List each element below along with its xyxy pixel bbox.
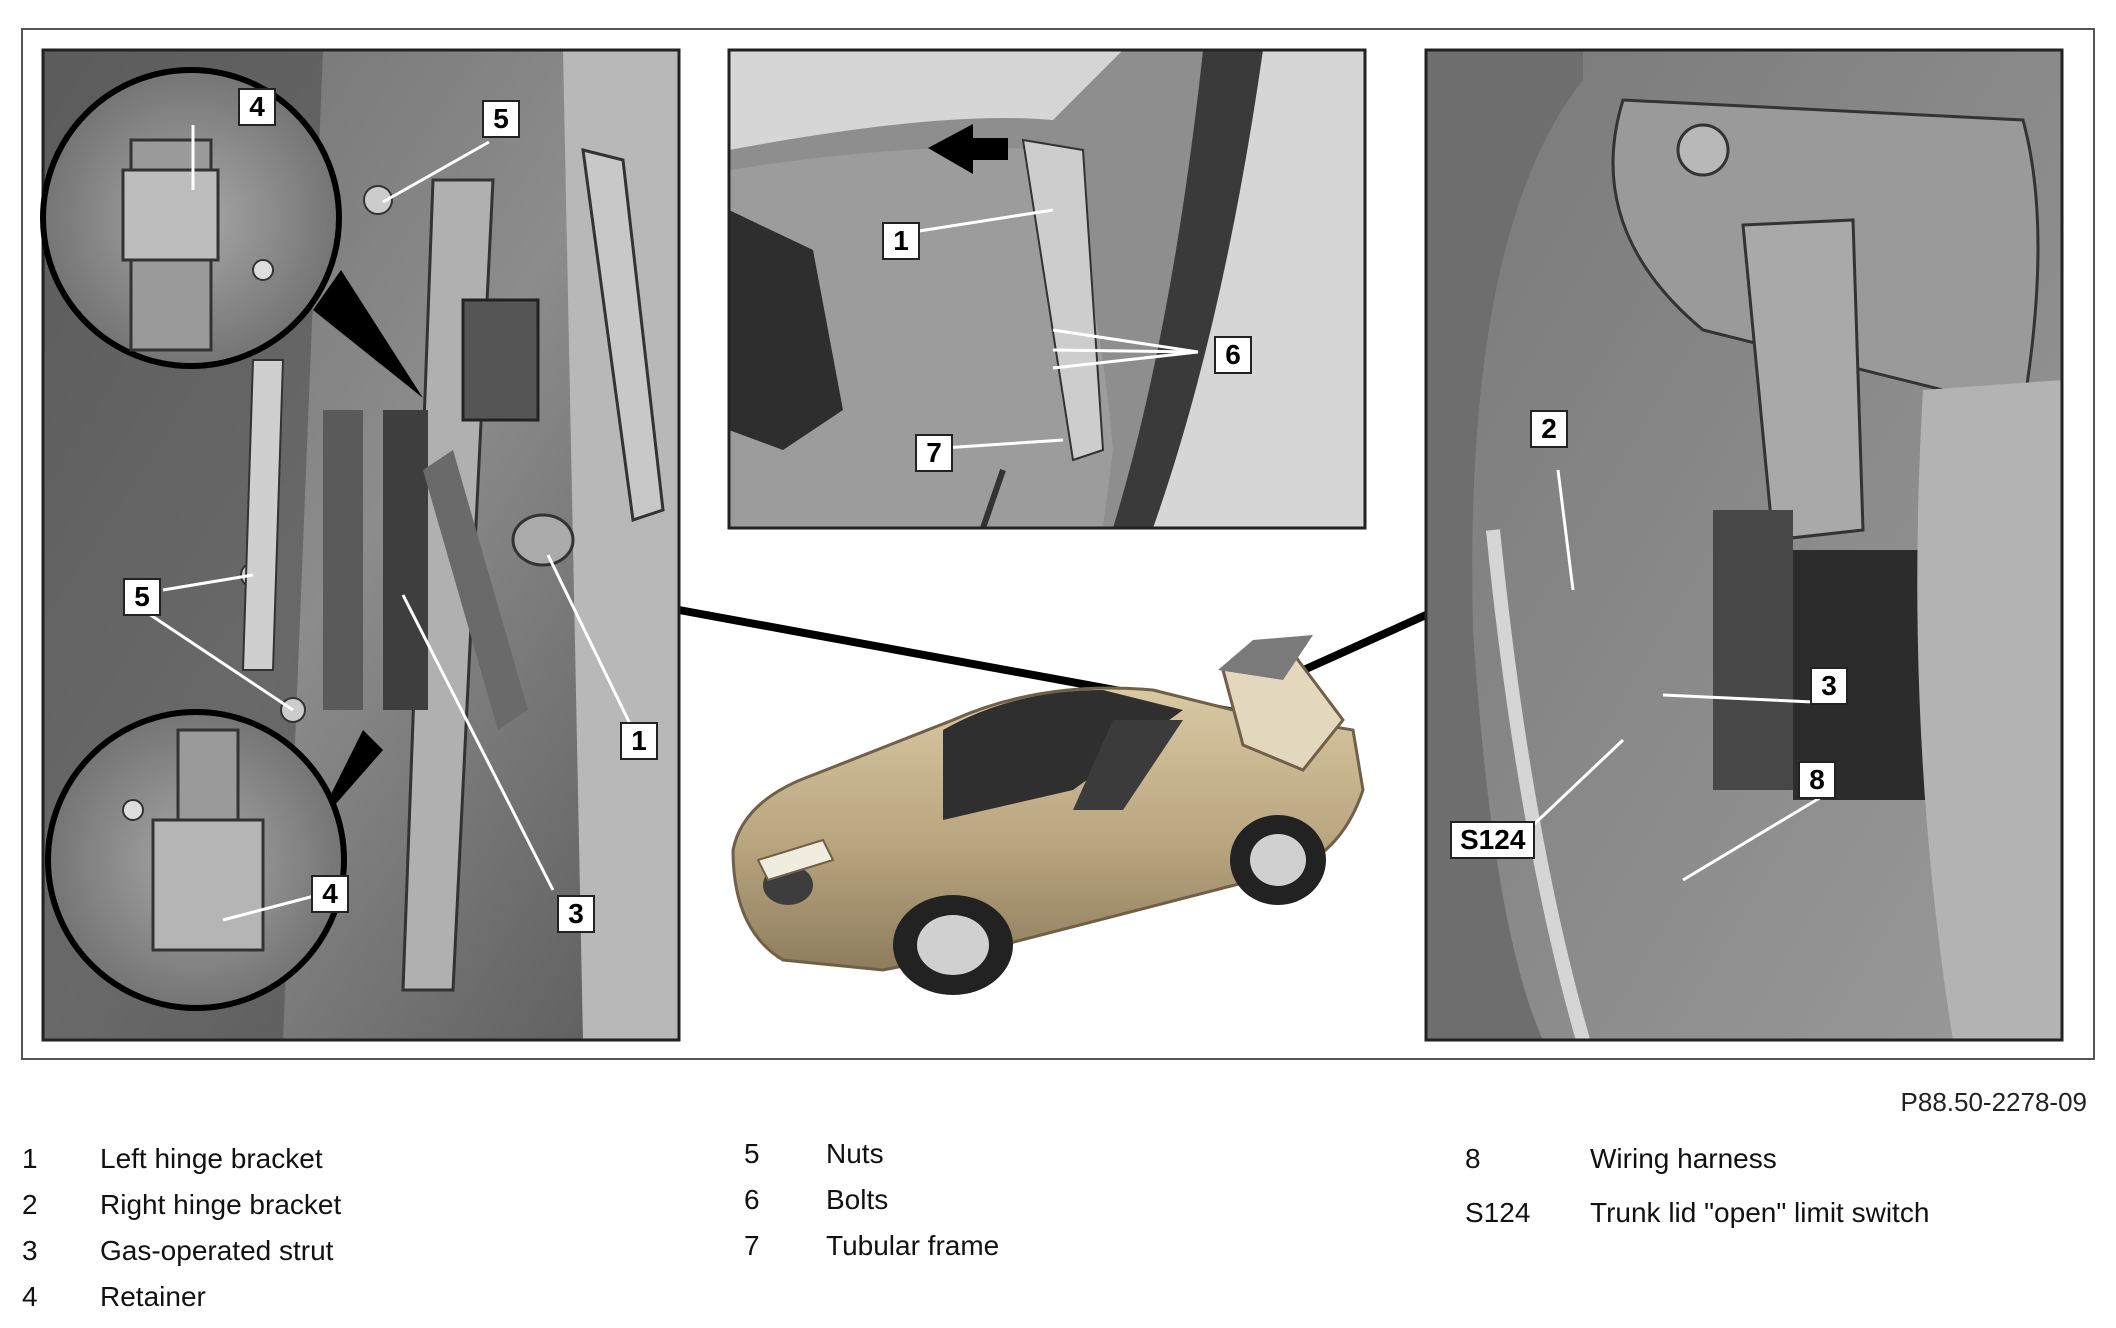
callout-leader	[142, 608, 294, 712]
callout-leader	[1052, 350, 1199, 370]
callout-leader	[1556, 469, 1575, 591]
legend-key: 6	[744, 1184, 760, 1215]
legend-item: 7 Tubular frame	[744, 1230, 999, 1276]
legend-item: 1 Left hinge bracket	[22, 1143, 341, 1189]
legend-text: Gas-operated strut	[100, 1235, 334, 1266]
callout-leader	[222, 893, 319, 922]
callout-label: 5	[123, 578, 161, 616]
legend-item: 4 Retainer	[22, 1281, 341, 1327]
diagram-artwork	[40, 48, 2064, 1042]
legend-item: 6 Bolts	[744, 1184, 999, 1230]
callout-label: 1	[620, 722, 658, 760]
callout-label: 6	[1214, 336, 1252, 374]
legend-text: Left hinge bracket	[100, 1143, 323, 1174]
legend-text: Trunk lid "open" limit switch	[1590, 1197, 1930, 1228]
legend-column: 1 Left hinge bracket 2 Right hinge brack…	[22, 1143, 341, 1327]
legend-key: S124	[1465, 1197, 1531, 1228]
legend-text: Wiring harness	[1590, 1143, 1777, 1174]
callout-leader	[546, 554, 635, 731]
legend-item: 2 Right hinge bracket	[22, 1189, 341, 1235]
legend-text: Nuts	[826, 1138, 884, 1169]
detail-circle-top	[40, 67, 423, 398]
callout-leader	[382, 140, 490, 204]
legend-key: 3	[22, 1235, 38, 1266]
callout-label: 5	[482, 100, 520, 138]
legend-text: Retainer	[100, 1281, 206, 1312]
car-illustration	[731, 635, 1365, 995]
legend-column: 8 Wiring harness S124 Trunk lid "open" l…	[1465, 1143, 1929, 1251]
tubular-frame-photo	[729, 50, 1365, 528]
legend-item: S124 Trunk lid "open" limit switch	[1465, 1197, 1929, 1251]
callout-leader	[401, 594, 555, 891]
callout-label: 2	[1530, 410, 1568, 448]
legend-text: Bolts	[826, 1184, 889, 1215]
legend-item: 8 Wiring harness	[1465, 1143, 1929, 1197]
callout-leader	[942, 438, 1064, 450]
legend-item: 5 Nuts	[744, 1138, 999, 1184]
callout-leader	[1662, 693, 1814, 704]
callout-label: 7	[915, 434, 953, 472]
legend-item: 3 Gas-operated strut	[22, 1235, 341, 1281]
legend-key: 4	[22, 1281, 38, 1312]
callout-leader	[1526, 738, 1625, 832]
diagram-figure: 4 5 5 1 3 4 1 6 7 2 3 8 S124	[21, 28, 2095, 1060]
legend-key: 1	[22, 1143, 38, 1174]
legend-column: 5 Nuts 6 Bolts 7 Tubular frame	[744, 1138, 999, 1276]
callout-label: 3	[1810, 667, 1848, 705]
callout-label: 4	[238, 88, 276, 126]
callout-leader	[912, 208, 1054, 234]
legend-text: Right hinge bracket	[100, 1189, 342, 1220]
legend-key: 2	[22, 1189, 38, 1220]
callout-label: 4	[311, 875, 349, 913]
callout-label: S124	[1450, 821, 1536, 859]
legend-key: 7	[744, 1230, 760, 1261]
legend-key: 5	[744, 1138, 760, 1169]
callout-label: 8	[1798, 761, 1836, 799]
callout-label: 3	[557, 895, 595, 933]
legend-key: 8	[1465, 1143, 1481, 1174]
callout-leader	[1052, 348, 1199, 354]
callout-label: 1	[882, 222, 920, 260]
trunk-lid-photo	[1426, 50, 2062, 1040]
figure-id: P88.50-2278-09	[1900, 1087, 2087, 1117]
detail-circle-bottom	[45, 709, 383, 1011]
callout-leader	[1682, 788, 1834, 882]
callout-leader	[162, 573, 254, 592]
callout-leader	[1052, 328, 1199, 354]
legend-text: Tubular frame	[826, 1230, 1000, 1261]
